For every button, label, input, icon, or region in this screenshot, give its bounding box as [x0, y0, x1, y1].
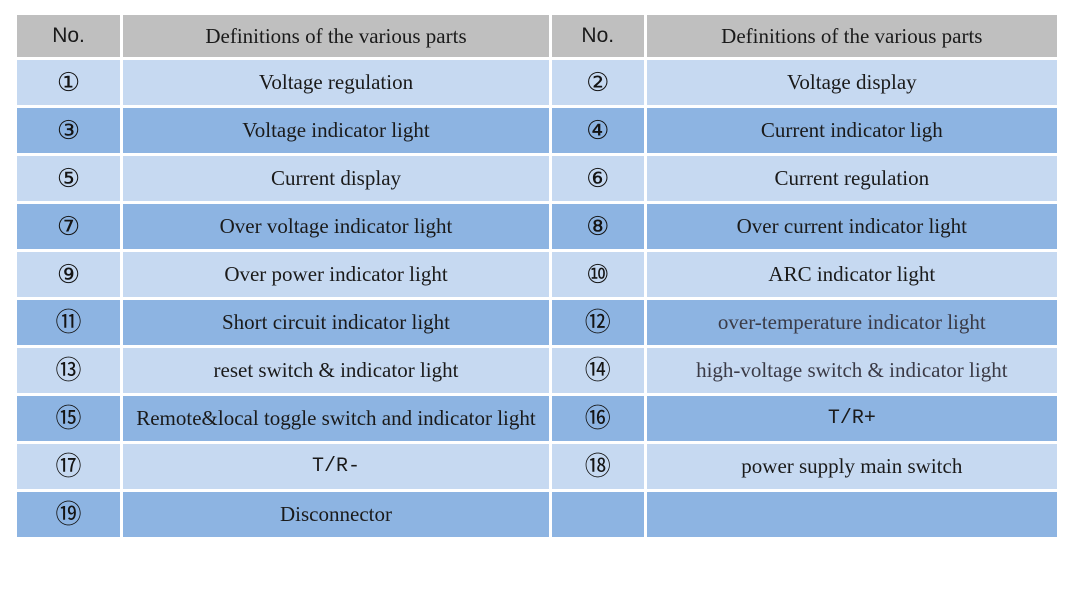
definition-cell: Short circuit indicator light	[123, 300, 549, 345]
definition-cell: Over power indicator light	[123, 252, 549, 297]
circled-number: ⑰	[55, 451, 82, 482]
circled-number: ⑦	[56, 211, 81, 242]
definition-cell-empty	[646, 492, 1057, 537]
row-number-cell: ⑮	[17, 396, 121, 441]
page: No. Definitions of the various parts No.…	[14, 12, 1060, 540]
table-row: ⑨ Over power indicator light ⑩ ARC indic…	[17, 252, 1057, 297]
table-row: ⑰ T/R- ⑱ power supply main switch	[17, 444, 1057, 489]
row-number-cell: ⑨	[17, 252, 121, 297]
table-row: ⑬ reset switch & indicator light ⑭ high-…	[17, 348, 1057, 393]
definition-cell: Current regulation	[646, 156, 1057, 201]
circled-number: ⑩	[586, 259, 610, 290]
table-row: ③ Voltage indicator light ④ Current indi…	[17, 108, 1057, 153]
circled-number: ⑧	[586, 211, 610, 242]
row-number-cell: ⑫	[551, 300, 644, 345]
definition-cell: Current display	[123, 156, 549, 201]
row-number-cell: ③	[17, 108, 121, 153]
row-number-cell: ⑲	[17, 492, 121, 537]
definition-cell: Disconnector	[123, 492, 549, 537]
circled-number: ⑲	[55, 499, 82, 530]
table-row: ⑮ Remote&local toggle switch and indicat…	[17, 396, 1057, 441]
table-row: ⑤ Current display ⑥ Current regulation	[17, 156, 1057, 201]
header-definitions-left: Definitions of the various parts	[123, 15, 549, 57]
definition-cell: T/R-	[123, 444, 549, 489]
definition-cell: over-temperature indicator light	[646, 300, 1057, 345]
header-row: No. Definitions of the various parts No.…	[17, 15, 1057, 57]
row-number-cell: ⑬	[17, 348, 121, 393]
row-number-cell: ⑪	[17, 300, 121, 345]
circled-number: ⑨	[56, 259, 81, 290]
circled-number: ⑯	[584, 403, 611, 434]
definition-cell: Over current indicator light	[646, 204, 1057, 249]
row-number-cell: ⑱	[551, 444, 644, 489]
row-number-cell-empty	[551, 492, 644, 537]
row-number-cell: ⑯	[551, 396, 644, 441]
table-row: ⑲ Disconnector	[17, 492, 1057, 537]
circled-number: ⑪	[55, 307, 82, 338]
header-definitions-right: Definitions of the various parts	[646, 15, 1057, 57]
table-row: ⑦ Over voltage indicator light ⑧ Over cu…	[17, 204, 1057, 249]
definition-cell: Voltage regulation	[123, 60, 549, 105]
row-number-cell: ②	[551, 60, 644, 105]
table-row: ⑪ Short circuit indicator light ⑫ over-t…	[17, 300, 1057, 345]
definition-cell: power supply main switch	[646, 444, 1057, 489]
row-number-cell: ⑦	[17, 204, 121, 249]
header-no-right: No.	[551, 15, 644, 57]
definition-cell: Voltage indicator light	[123, 108, 549, 153]
parts-definition-table: No. Definitions of the various parts No.…	[14, 12, 1060, 540]
circled-number: ⑭	[584, 355, 611, 386]
circled-number: ⑮	[55, 403, 82, 434]
row-number-cell: ⑧	[551, 204, 644, 249]
row-number-cell: ⑩	[551, 252, 644, 297]
definition-cell: Current indicator ligh	[646, 108, 1057, 153]
circled-number: ③	[56, 115, 81, 146]
definition-cell: T/R+	[646, 396, 1057, 441]
circled-number: ①	[56, 67, 81, 98]
circled-number: ②	[586, 67, 610, 98]
circled-number: ⑫	[584, 307, 611, 338]
row-number-cell: ④	[551, 108, 644, 153]
definition-cell: ARC indicator light	[646, 252, 1057, 297]
circled-number: ⑥	[586, 163, 610, 194]
definition-cell: Voltage display	[646, 60, 1057, 105]
row-number-cell: ⑭	[551, 348, 644, 393]
circled-number: ⑱	[584, 451, 611, 482]
row-number-cell: ⑥	[551, 156, 644, 201]
header-no-left: No.	[17, 15, 121, 57]
row-number-cell: ⑰	[17, 444, 121, 489]
row-number-cell: ①	[17, 60, 121, 105]
row-number-cell: ⑤	[17, 156, 121, 201]
definition-cell: reset switch & indicator light	[123, 348, 549, 393]
circled-number: ④	[586, 115, 610, 146]
definition-cell: high-voltage switch & indicator light	[646, 348, 1057, 393]
table-row: ① Voltage regulation ② Voltage display	[17, 60, 1057, 105]
definition-cell: Over voltage indicator light	[123, 204, 549, 249]
circled-number: ⑬	[55, 355, 82, 386]
circled-number: ⑤	[56, 163, 81, 194]
definition-cell: Remote&local toggle switch and indicator…	[123, 396, 549, 441]
